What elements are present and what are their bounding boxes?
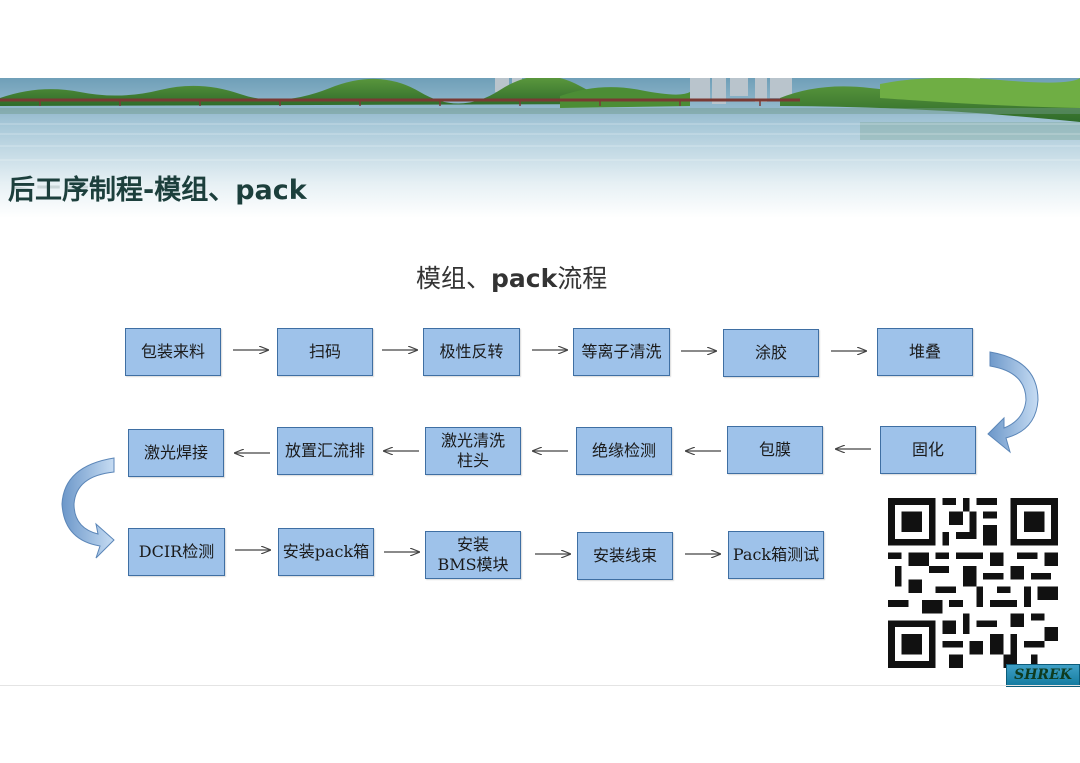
step-box: 激光焊接 bbox=[128, 429, 224, 477]
step-box: 绝缘检测 bbox=[576, 427, 672, 475]
step-box: 包膜 bbox=[727, 426, 823, 474]
step-box: 安装pack箱 bbox=[278, 528, 374, 576]
diagram-title-bold: pack bbox=[491, 264, 558, 293]
slide-title-reflection: 后工序制程-模组、pack bbox=[8, 185, 307, 199]
diagram-title: 模组、pack流程 bbox=[416, 259, 607, 295]
step-box: 安装 BMS模块 bbox=[425, 531, 521, 579]
step-box: 包装来料 bbox=[125, 328, 221, 376]
diagram-title-reflection-tail: 流程 bbox=[557, 276, 607, 285]
qr-code-image bbox=[888, 498, 1058, 668]
step-box: 堆叠 bbox=[877, 328, 973, 376]
step-box: 极性反转 bbox=[423, 328, 520, 376]
diagram-title-reflection-main: 模组、 bbox=[416, 276, 491, 285]
diagram-title-tail: 流程 bbox=[557, 264, 608, 293]
curved-arrow-left bbox=[61, 457, 115, 559]
step-box: 扫码 bbox=[277, 328, 373, 376]
diagram-title-reflection: 模组、pack流程 bbox=[416, 276, 607, 290]
step-box: 激光清洗 柱头 bbox=[425, 427, 521, 475]
diagram-title-reflection-bold: pack bbox=[491, 276, 557, 285]
step-box: 放置汇流排 bbox=[277, 427, 373, 475]
diagram-title-main: 模组、 bbox=[416, 264, 492, 293]
curved-arrow-right bbox=[987, 351, 1039, 454]
slide-title: 后工序制程-模组、pack bbox=[8, 175, 307, 206]
step-box: 安装线束 bbox=[577, 532, 673, 580]
bottom-divider bbox=[0, 685, 1080, 686]
step-box: 固化 bbox=[880, 426, 976, 474]
step-box: Pack箱测试 bbox=[728, 531, 824, 579]
lake-banner-image bbox=[0, 78, 1080, 218]
shrek-logo: SHREK bbox=[1006, 664, 1080, 687]
step-box: DCIR检测 bbox=[128, 528, 225, 576]
step-box: 涂胶 bbox=[723, 329, 819, 377]
step-box: 等离子清洗 bbox=[573, 328, 670, 376]
